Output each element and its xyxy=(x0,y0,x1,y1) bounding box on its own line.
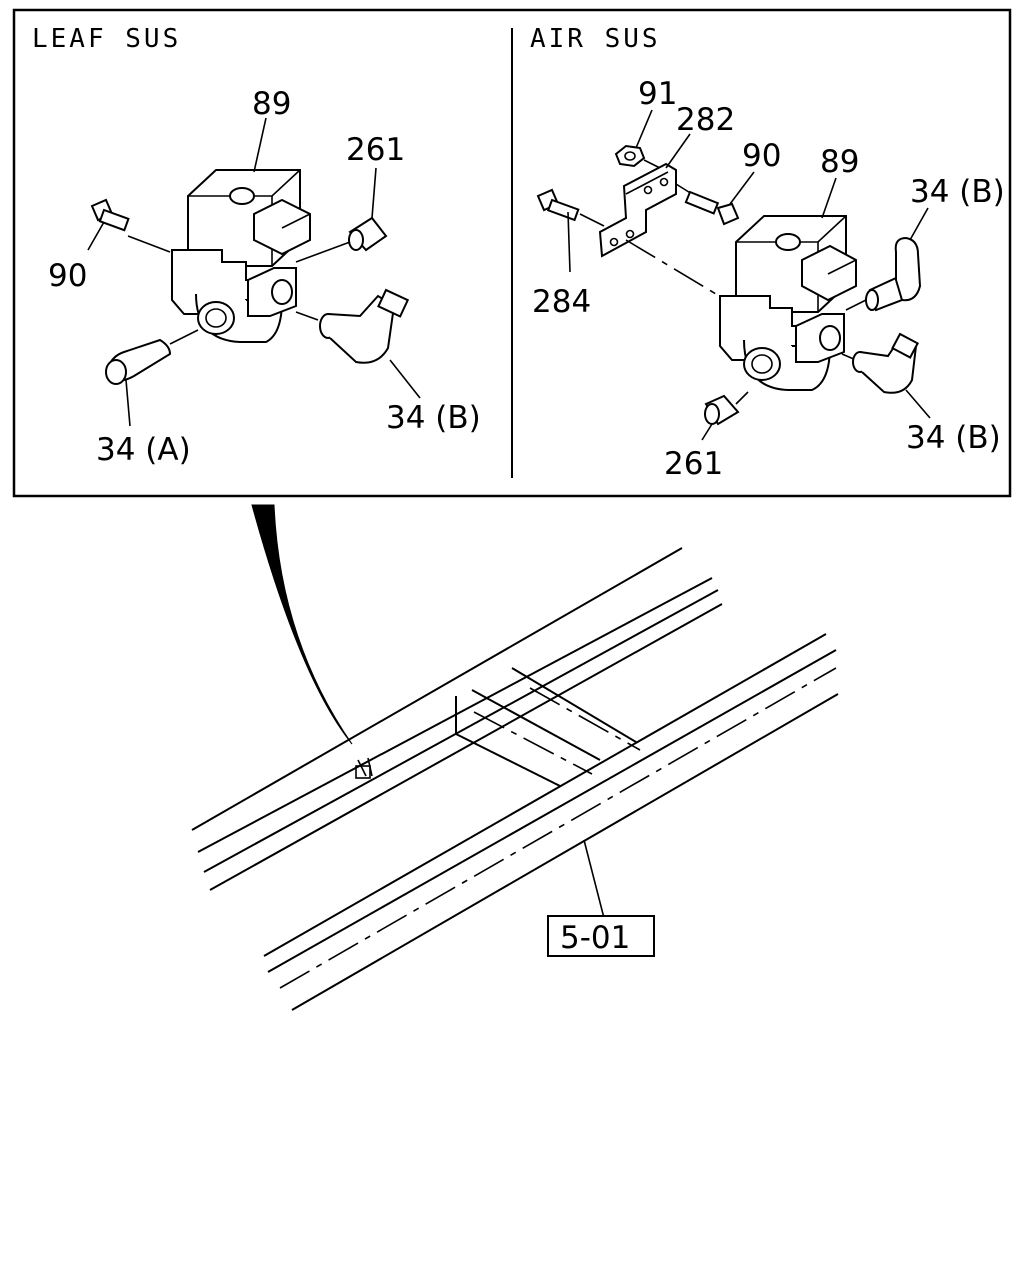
leaf-label-34a: 34 (A) xyxy=(96,432,191,468)
air-label-261: 261 xyxy=(664,446,723,482)
frame-reference-label: 5-01 xyxy=(560,920,630,956)
air-label-90: 90 xyxy=(742,138,781,174)
air-label-284: 284 xyxy=(532,284,591,320)
leaf-label-34b: 34 (B) xyxy=(386,400,481,436)
air-label-89: 89 xyxy=(820,144,859,180)
leaf-plug-261 xyxy=(295,216,388,263)
leaf-sus-title: LEAF SUS xyxy=(32,24,181,54)
frame-reference-box xyxy=(547,915,655,957)
air-elbow-34b-bottom xyxy=(841,332,920,394)
chassis-frame xyxy=(191,547,839,1011)
air-label-282: 282 xyxy=(676,102,735,138)
leaf-label-261: 261 xyxy=(346,132,405,168)
air-valve-assembly xyxy=(719,215,857,391)
air-label-34b-bottom: 34 (B) xyxy=(906,420,1001,456)
leaf-bolt-90 xyxy=(90,198,171,253)
leaf-valve-assembly xyxy=(171,169,311,343)
detail-frame xyxy=(12,8,1012,498)
air-label-91: 91 xyxy=(638,76,677,112)
air-sus-title: AIR SUS xyxy=(530,24,661,54)
air-elbow-34b-top xyxy=(845,236,922,312)
leaf-label-89: 89 xyxy=(252,86,291,122)
air-plug-261 xyxy=(704,391,749,426)
detail-pointer xyxy=(251,504,353,745)
air-label-34b-top: 34 (B) xyxy=(910,174,1005,210)
leaf-label-90: 90 xyxy=(48,258,87,294)
leaf-fitting-34a xyxy=(105,329,199,385)
air-bracket-282 xyxy=(598,162,677,258)
air-bolt-90 xyxy=(675,183,740,226)
leaf-elbow-34b xyxy=(295,288,410,364)
air-nut-91 xyxy=(614,144,661,169)
air-bolt-284 xyxy=(536,188,605,227)
